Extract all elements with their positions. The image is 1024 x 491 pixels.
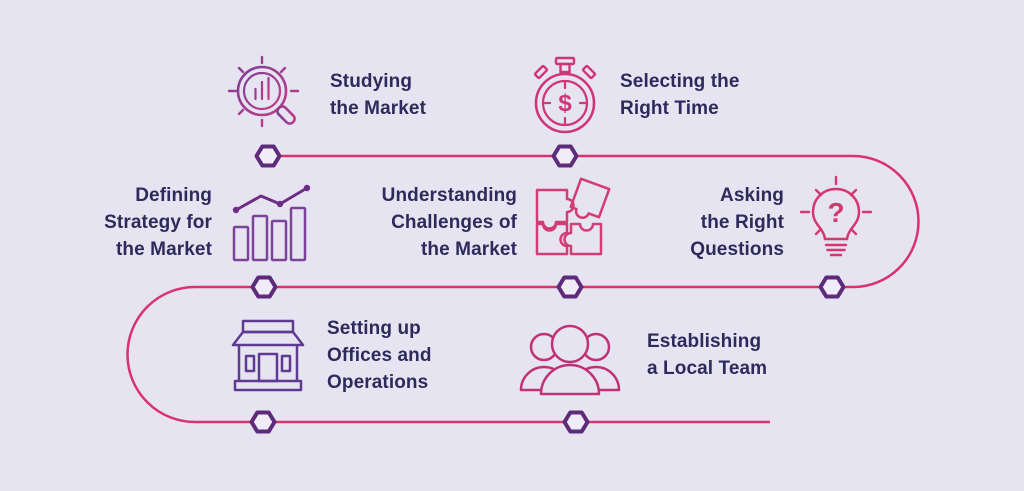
step-label-selecting-right-time: Selecting the Right Time — [620, 71, 740, 119]
storefront-icon — [226, 318, 310, 394]
step-label-setting-up-offices: Setting up Offices and Operations — [327, 318, 432, 393]
team-icon — [508, 322, 632, 396]
path-node-hexagon — [818, 275, 846, 299]
step-label-asking-questions: Asking the Right Questions — [690, 185, 784, 260]
question-glyph: ? — [827, 197, 844, 228]
path-node-hexagon — [254, 144, 282, 168]
step-label-studying-the-market: Studying the Market — [330, 71, 427, 119]
path-node-hexagon — [556, 275, 584, 299]
step-label-understanding-challenges: Understanding Challenges of the Market — [381, 185, 517, 260]
path-node-hexagon — [551, 144, 579, 168]
dollar-glyph: $ — [558, 90, 572, 117]
step-label-establishing-team: Establishing a Local Team — [647, 331, 768, 379]
bar-chart-trend-icon — [229, 183, 313, 262]
puzzle-pieces-icon — [527, 177, 613, 266]
process-path — [126, 154, 920, 424]
market-research-magnifier-icon — [227, 55, 304, 137]
step-label-defining-strategy: Defining Strategy for the Market — [104, 185, 212, 260]
path-node-hexagon — [562, 410, 590, 434]
path-node-hexagon — [249, 410, 277, 434]
stopwatch-dollar-icon: $ — [527, 55, 603, 139]
path-node-hexagon — [250, 275, 278, 299]
lightbulb-question-icon: ? — [793, 175, 879, 269]
